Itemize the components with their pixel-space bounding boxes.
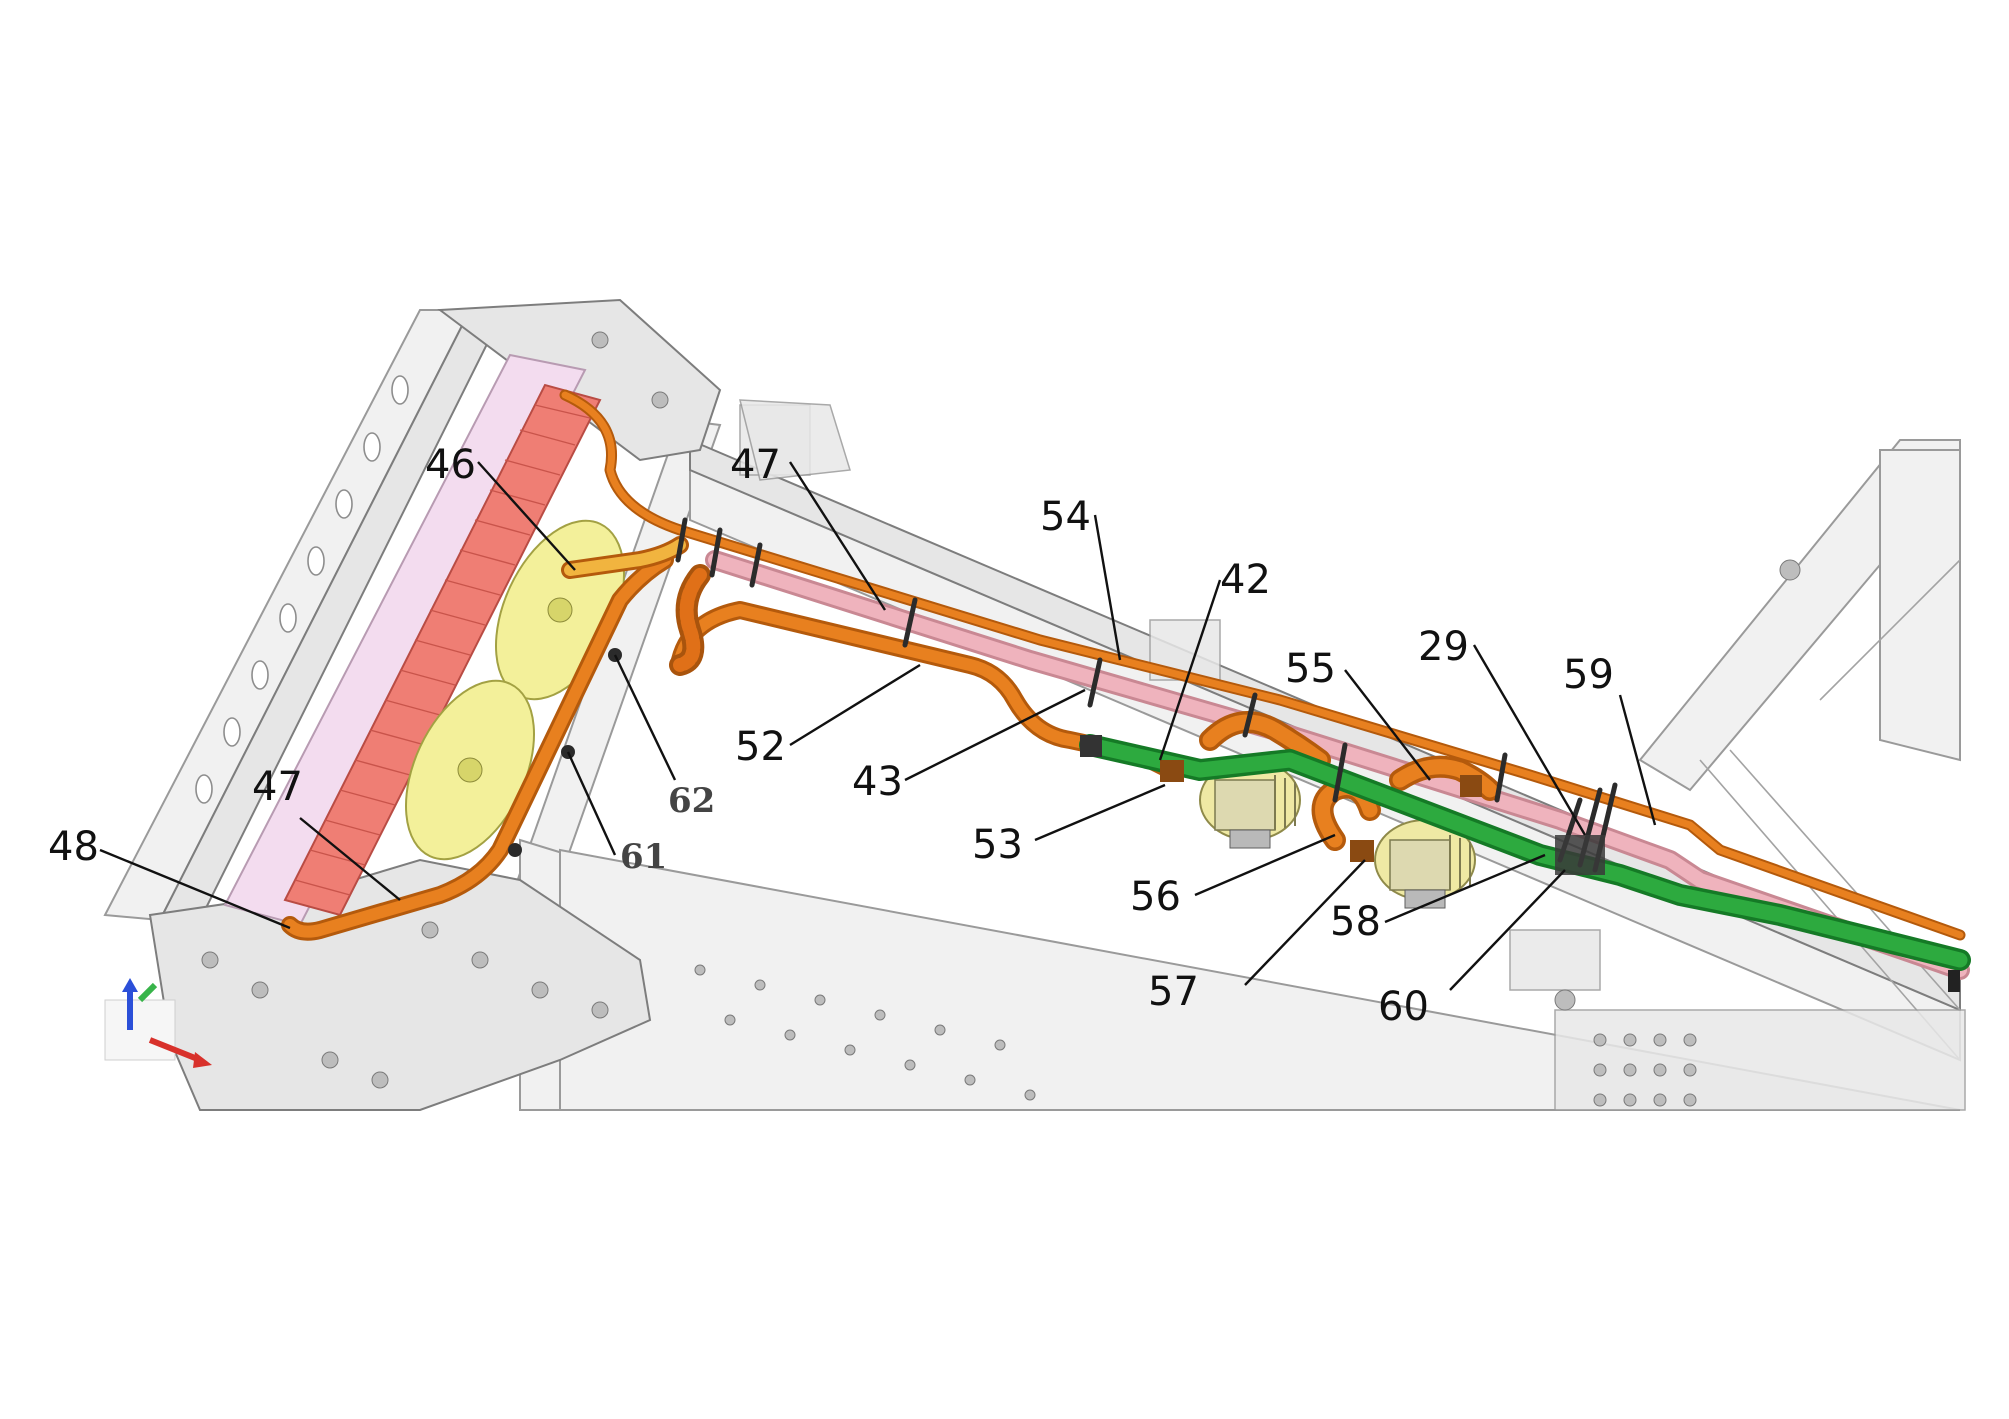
- leader-59: [1618, 694, 1657, 826]
- xyz-axis-triad-icon: [104, 978, 212, 1068]
- fan-hub-upper: [547, 597, 573, 623]
- leader-55: [1344, 669, 1431, 781]
- callout-53: 53: [972, 822, 1023, 868]
- callout-62: 62: [668, 781, 715, 821]
- rail-bracket-3: [1509, 929, 1601, 991]
- leader-46: [477, 461, 576, 571]
- truss-diagonal-3: [1819, 559, 1961, 701]
- leader-48: [99, 848, 291, 930]
- callout-55: 55: [1285, 646, 1336, 692]
- leader-43: [904, 688, 1086, 782]
- callout-42: 42: [1220, 557, 1271, 603]
- leader-42: [1158, 579, 1222, 761]
- callout-43: 43: [852, 759, 903, 805]
- callout-54: 54: [1040, 494, 1091, 540]
- pipe-routing: [281, 389, 1971, 992]
- connector-green-start: [1080, 735, 1102, 757]
- callout-61: 61: [620, 837, 667, 877]
- lower-rail-rivets: [694, 964, 1036, 1101]
- top-mount-plate: [739, 399, 851, 481]
- leader-58: [1384, 853, 1546, 924]
- leader-52: [789, 663, 921, 747]
- upper-bracket-bolt-2: [651, 391, 669, 409]
- leader-53: [1034, 783, 1166, 842]
- leader-61: [566, 751, 617, 856]
- front-bracket-bolts: [201, 921, 609, 1089]
- callout-57: 57: [1148, 969, 1199, 1015]
- leader-57: [1244, 859, 1366, 986]
- clamp-lower-bolt: [508, 843, 522, 857]
- callout-52: 52: [735, 724, 786, 770]
- leader-lines: [99, 461, 1657, 991]
- radiator-assembly: [223, 353, 626, 927]
- left-rail-holes: [195, 375, 409, 804]
- leader-62: [613, 654, 677, 781]
- upper-bracket-bolt-1: [591, 331, 609, 349]
- callout-labels: 46 47 54 42 29 55 59 52 62 47 43 48 61 5…: [48, 442, 1614, 1030]
- clamp-block-60: [1555, 835, 1605, 875]
- callout-58: 58: [1330, 899, 1381, 945]
- callout-48: 48: [48, 824, 99, 870]
- callout-46: 46: [425, 442, 476, 488]
- right-frame-plate: [1554, 1009, 1966, 1111]
- radiator-fins: [294, 404, 591, 896]
- callout-56: 56: [1130, 874, 1181, 920]
- frame-bolt-2: [1554, 989, 1576, 1011]
- pipe-end-right: [1948, 970, 1960, 992]
- callout-47-lower: 47: [252, 764, 303, 810]
- leader-54: [1093, 514, 1122, 661]
- pipe-clamps: [508, 517, 1618, 875]
- callout-59: 59: [1563, 652, 1614, 698]
- frame-bolt-1: [1779, 559, 1801, 581]
- pump-right: [1374, 819, 1476, 909]
- leader-56: [1194, 833, 1336, 897]
- leader-29: [1472, 644, 1587, 836]
- leader-47-upper: [788, 461, 887, 611]
- callout-60: 60: [1378, 984, 1429, 1030]
- leader-47-lower: [299, 817, 401, 901]
- connector-57: [1350, 840, 1374, 862]
- leader-60: [1449, 869, 1566, 991]
- callout-47-upper: 47: [730, 442, 781, 488]
- right-upright: [1879, 449, 1961, 762]
- connector-53: [1160, 760, 1184, 782]
- connector-55: [1460, 775, 1482, 797]
- callout-29: 29: [1418, 624, 1469, 670]
- radiator-core: [283, 383, 602, 917]
- fan-hub-lower: [457, 757, 483, 783]
